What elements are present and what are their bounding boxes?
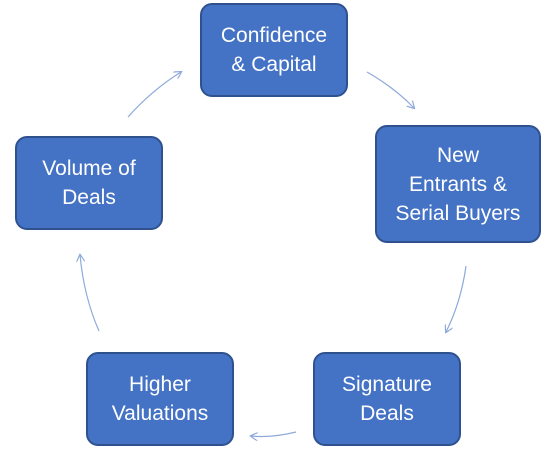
arrow-volume-to-confidence — [127, 72, 181, 118]
arrow-new-entrants-to-signature — [446, 265, 467, 332]
arrow-confidence-to-new-entrants — [366, 71, 414, 108]
arrow-signature-to-higher — [251, 431, 297, 437]
arrow-higher-to-volume — [80, 255, 100, 332]
node-new-entrants-serial-buyers: New Entrants & Serial Buyers — [375, 125, 541, 243]
node-signature-deals: Signature Deals — [313, 352, 461, 446]
node-volume-of-deals: Volume of Deals — [15, 136, 163, 230]
node-higher-valuations: Higher Valuations — [86, 352, 234, 446]
node-confidence-capital: Confidence & Capital — [200, 3, 348, 97]
